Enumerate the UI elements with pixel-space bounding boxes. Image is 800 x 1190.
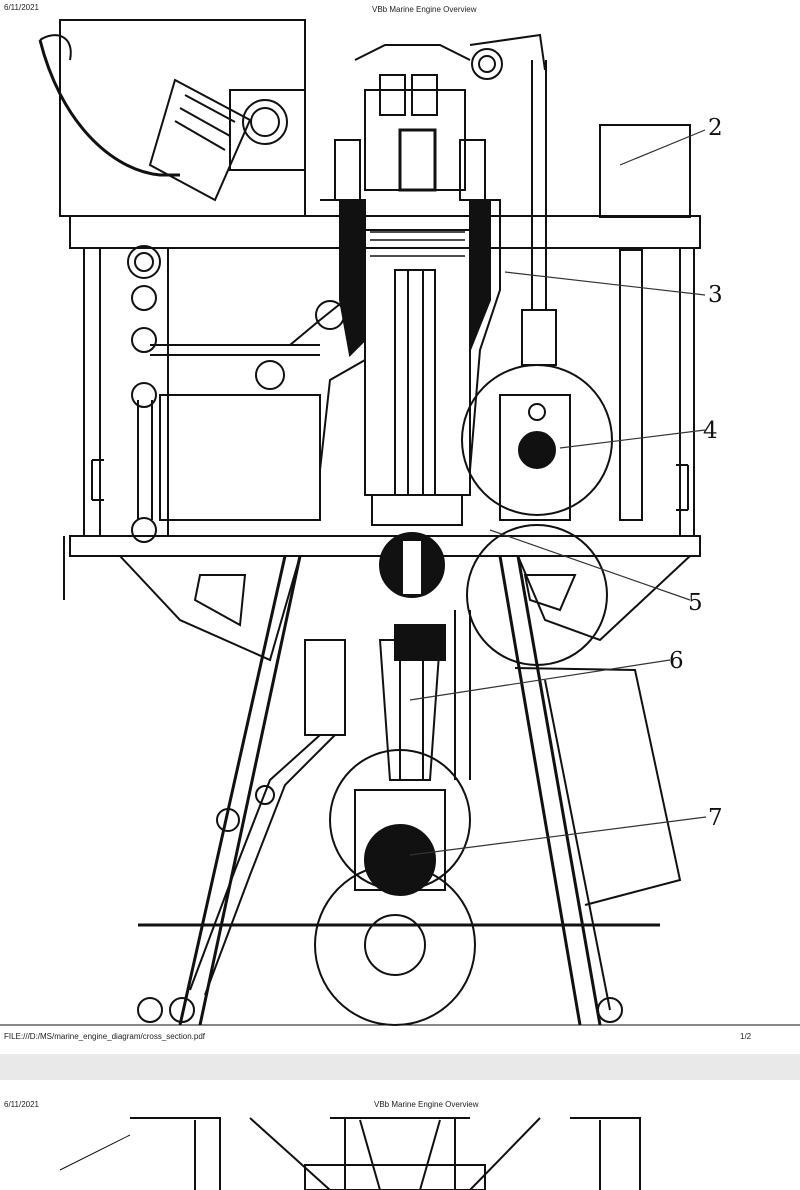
engine-cross-section-drawing: 2 3 4 5 6 7 [0,19,800,1026]
footer-path: FILE:///D:/MS/marine_engine_diagram/cros… [4,1032,205,1041]
header-title-page-2: VBb Marine Engine Overview [374,1100,479,1109]
callout-6: 6 [669,648,684,674]
engine-drawing-page-2-top [59,1117,641,1190]
callout-2: 2 [708,115,723,141]
document-page-1: 6/11/2021 VBb Marine Engine Overview [0,0,800,1054]
header-title: VBb Marine Engine Overview [372,5,477,14]
header-date: 6/11/2021 [4,3,39,12]
header-date-page-2: 6/11/2021 [4,1100,39,1109]
callout-5: 5 [688,590,703,616]
callout-7: 7 [708,805,723,831]
callout-3: 3 [708,282,723,308]
document-page-2: 6/11/2021 VBb Marine Engine Overview [0,1080,800,1190]
footer-page-number: 1/2 [740,1032,752,1041]
callout-4: 4 [703,418,718,444]
